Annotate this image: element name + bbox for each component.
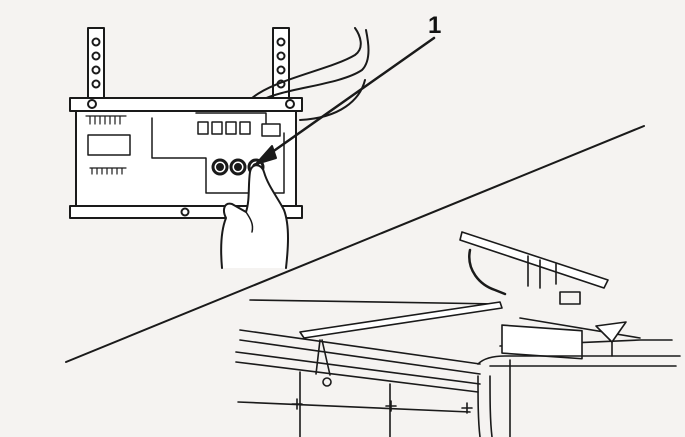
hand-detail xyxy=(245,211,254,233)
wire xyxy=(261,29,370,101)
wire xyxy=(249,27,362,101)
hand xyxy=(220,164,289,269)
callout-number: 1 xyxy=(428,12,442,39)
arrowhead-icon xyxy=(255,145,277,165)
mounting-rail-left xyxy=(87,27,105,101)
section-divider xyxy=(65,125,645,363)
callout-leader-line xyxy=(266,36,436,157)
mounting-rail-right xyxy=(272,27,290,101)
wire xyxy=(299,79,366,121)
garage-scene xyxy=(235,231,681,437)
